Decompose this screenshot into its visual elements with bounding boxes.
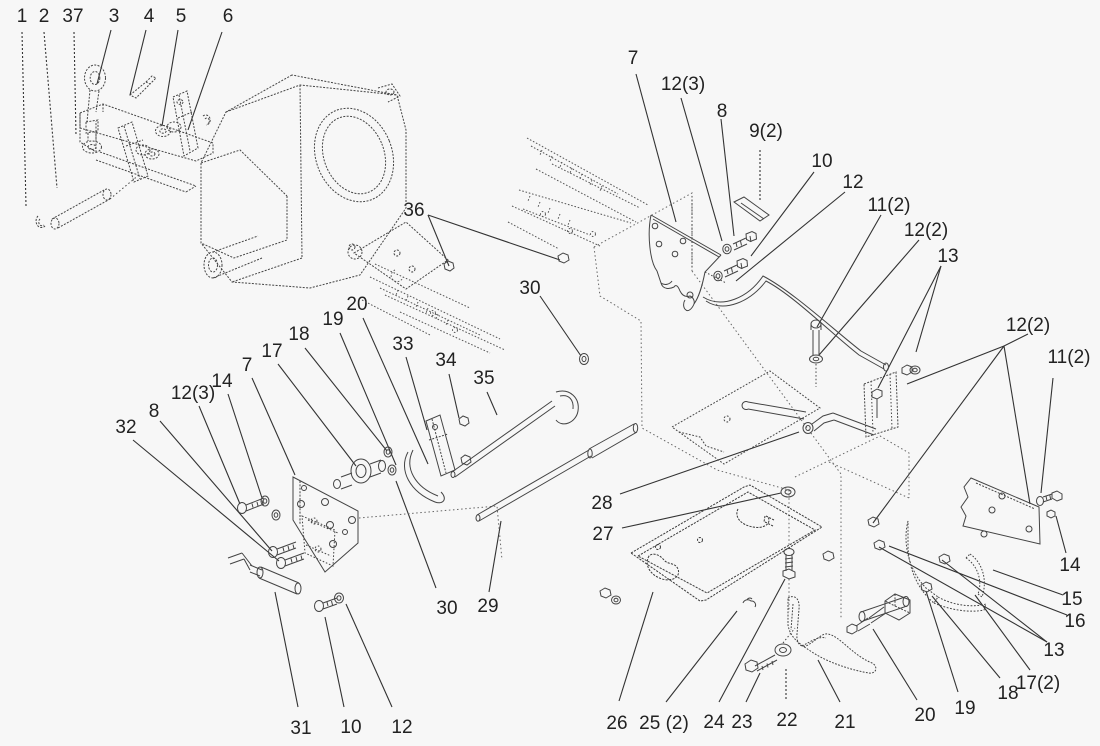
svg-text:4: 4: [144, 6, 155, 27]
svg-text:10: 10: [811, 151, 832, 172]
svg-text:14: 14: [211, 371, 233, 392]
svg-text:11(2): 11(2): [1048, 347, 1091, 368]
svg-text:13: 13: [1043, 640, 1064, 661]
svg-text:36: 36: [403, 200, 424, 221]
svg-text:6: 6: [223, 6, 234, 27]
svg-text:12(2): 12(2): [904, 220, 948, 241]
svg-text:27: 27: [592, 524, 613, 545]
svg-text:7: 7: [628, 48, 639, 69]
svg-text:34: 34: [435, 350, 457, 371]
svg-text:15: 15: [1061, 589, 1082, 610]
svg-text:17: 17: [261, 341, 282, 362]
svg-text:18: 18: [288, 324, 309, 345]
svg-text:12(3): 12(3): [661, 74, 705, 95]
svg-text:32: 32: [115, 417, 136, 438]
svg-text:5: 5: [176, 6, 187, 27]
svg-text:30: 30: [519, 278, 540, 299]
svg-text:35: 35: [473, 368, 494, 389]
svg-text:33: 33: [392, 334, 413, 355]
svg-text:8: 8: [149, 401, 160, 422]
svg-text:12(2): 12(2): [1006, 315, 1050, 336]
svg-text:1: 1: [17, 6, 28, 27]
svg-text:28: 28: [591, 493, 612, 514]
svg-text:3: 3: [109, 6, 120, 27]
svg-text:30: 30: [436, 598, 457, 619]
svg-text:16: 16: [1064, 611, 1085, 632]
svg-text:12(3): 12(3): [171, 383, 215, 404]
svg-text:9(2): 9(2): [749, 121, 783, 142]
svg-text:2: 2: [39, 6, 50, 27]
svg-text:31: 31: [290, 718, 311, 739]
svg-text:23: 23: [731, 712, 752, 733]
svg-text:20: 20: [914, 705, 935, 726]
svg-text:14: 14: [1059, 555, 1081, 576]
svg-text:19: 19: [322, 309, 343, 330]
svg-text:12: 12: [391, 717, 412, 738]
svg-text:22: 22: [776, 710, 797, 731]
svg-text:8: 8: [717, 101, 728, 122]
svg-text:17(2): 17(2): [1016, 673, 1060, 694]
svg-text:12: 12: [842, 172, 863, 193]
svg-text:24: 24: [703, 712, 725, 733]
svg-text:25 (2): 25 (2): [639, 713, 689, 734]
svg-text:29: 29: [477, 596, 498, 617]
svg-text:37: 37: [62, 6, 83, 27]
svg-text:13: 13: [937, 246, 958, 267]
svg-text:20: 20: [346, 294, 367, 315]
svg-text:10: 10: [340, 717, 361, 738]
svg-text:7: 7: [242, 355, 253, 376]
svg-text:18: 18: [997, 683, 1018, 704]
svg-text:26: 26: [606, 713, 627, 734]
svg-text:11(2): 11(2): [868, 195, 911, 216]
svg-text:19: 19: [954, 698, 975, 719]
svg-text:21: 21: [834, 712, 855, 733]
